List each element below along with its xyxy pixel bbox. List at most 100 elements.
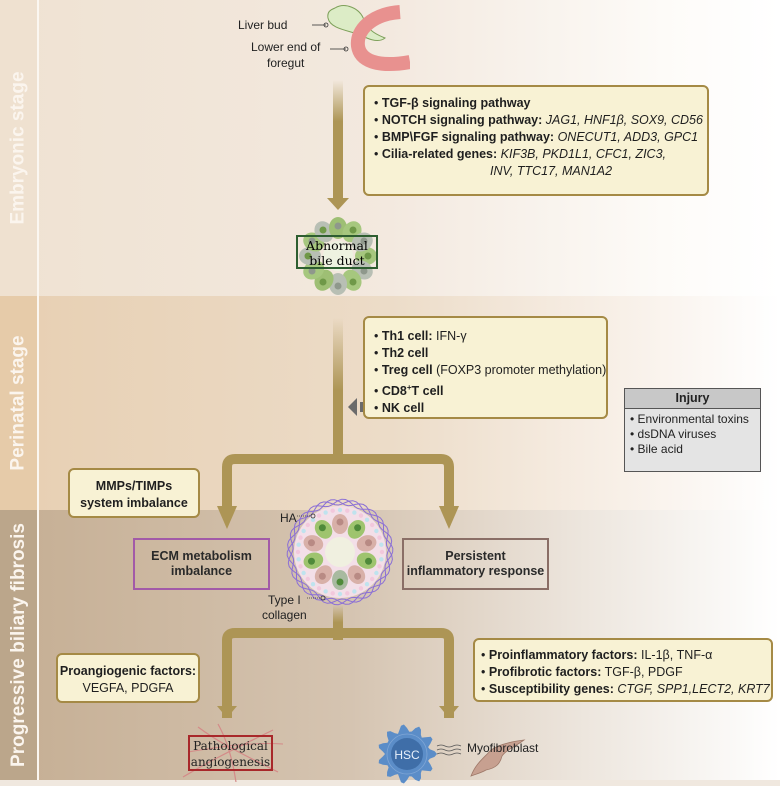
foregut-label-line2: foregut [267,56,305,70]
angio-line1: Pathological [193,739,268,753]
bullet: • [374,384,382,399]
row-genes: INV, TTC17, MAN1A2 [490,164,613,178]
ha-particle [301,528,306,534]
bullet: • [374,130,382,144]
ha-particle [323,589,328,594]
bullet: • [630,442,638,456]
immune-row: • Treg cell (FOXP3 promoter methylation) [374,362,606,379]
injury-list: • Environmental toxins• dsDNA viruses• B… [625,409,760,457]
cell-type-suffix: T cell [411,384,444,399]
cell-type: CD8 [381,384,407,399]
transform-arrows-icon [436,744,462,756]
duct-lumen [323,241,353,271]
signaling-row: • TGF-β signaling pathway [374,95,707,112]
row-heading: TGF-β signaling pathway [381,96,531,110]
duct-cell-nucleus [360,237,368,245]
foregut-label-line1: Lower end of [251,40,321,54]
ha-particle [377,564,382,569]
bullet: • [630,427,638,441]
inflam-line2: inflammatory response [406,564,545,578]
cell-nucleus [354,572,362,580]
ha-particle [369,522,375,528]
duct-cell-nucleus [319,278,327,286]
immune-cells-box: • Th1 cell: IFN-γ• Th2 cell• Treg cell (… [363,316,608,419]
ha-particle [374,528,379,534]
row-genes: KIF3B, PKD1L1, CFC1, ZIC3, [497,147,666,161]
collagen-label-line2: collagen [262,608,307,622]
duct-cell-nucleus [349,278,357,286]
superscript: + [406,383,412,392]
ha-particle [379,542,384,547]
bullet: • [374,401,382,416]
factor-values: CTGF, SPP1,LECT2, KRT7 [613,682,770,696]
injury-box: Injury • Environmental toxins• dsDNA vir… [624,388,761,472]
collagen-label-line1: Type I [268,593,301,607]
ha-particle [305,576,311,582]
ha-particle [330,591,335,596]
arrow-embryonic-shaft [333,80,343,198]
ha-particle [310,517,316,523]
ecm-imbalance-box: ECM metabolism imbalance [133,538,270,590]
row-genes: ONECUT1, ADD3, GPC1 [554,130,699,144]
progressive-sidebar [0,510,37,780]
injury-arrow-head [348,398,357,416]
ha-particle [330,508,335,513]
cell-nucleus [318,572,326,580]
arrow-angio-head [217,706,237,718]
cell-type: Th2 cell [381,346,429,360]
factor-heading: Proinflammatory factors: [488,648,638,662]
footer-strip [0,780,780,786]
cell-nucleus [318,524,326,532]
bullet: • [481,665,489,679]
ha-pointer [297,513,316,519]
duct-cell-nucleus [334,282,342,290]
duct-cell-nucleus [304,252,312,260]
bile-duct-cross-section [286,498,394,606]
injury-item-text: Bile acid [637,442,683,456]
liver-bud-label: Liver bud [238,18,288,32]
perinatal-sidebar [0,296,37,510]
proangiogenic-box: Proangiogenic factors: VEGFA, PDGFA [56,653,200,703]
ha-particle [352,510,357,515]
ha-particle [358,513,364,518]
ha-particle [379,557,384,562]
ha-particle [374,570,379,576]
duct-cell-nucleus [319,226,327,234]
abnormal-label-line2: bile duct [309,253,365,268]
perinatal-branch [222,454,454,506]
ecm-line2: imbalance [170,564,233,578]
injury-item: • dsDNA viruses [630,427,760,442]
arrow-hsc-head [439,706,459,718]
duct-cell-nucleus [308,267,316,275]
ha-particle [337,591,343,597]
row-heading: BMP\FGF signaling pathway: [381,130,555,144]
row-genes: JAG1, HNF1β, SOX9, CD56 [542,113,703,127]
abnormal-label-line1: Abnormal [306,238,368,253]
ecm-line1: ECM metabolism [151,549,252,563]
bullet: • [374,113,382,127]
myofibroblast-icon [470,739,526,777]
hsc-cell-icon: HSC [378,724,437,784]
bullet: • [481,648,489,662]
cell-nucleus [354,524,362,532]
ha-particle [358,586,364,591]
ha-particle [364,581,370,587]
factor-heading: Profibrotic factors: [488,665,602,679]
cell-type: NK cell [381,401,425,416]
liver-bud-icon [327,5,386,41]
bullet: • [374,346,382,360]
bullet: • [630,412,638,426]
sidebar-divider [37,0,39,780]
duct-cell-nucleus [349,226,357,234]
ha-particle [305,522,311,528]
ha-particle [345,591,350,596]
proangio-line2: VEGFA, PDGFA [82,681,174,695]
factor-row: • Profibrotic factors: TGF-β, PDGF [481,664,771,681]
signaling-row: INV, TTC17, MAN1A2 [374,163,707,180]
myofibroblast-label: Myofibroblast [467,741,539,755]
foregut-illustration [312,5,410,72]
ha-particle [298,564,303,569]
row-heading: Cilia-related genes: [381,147,498,161]
signaling-row: • BMP\FGF signaling pathway: ONECUT1, AD… [374,129,707,146]
injury-title: Injury [625,389,760,409]
